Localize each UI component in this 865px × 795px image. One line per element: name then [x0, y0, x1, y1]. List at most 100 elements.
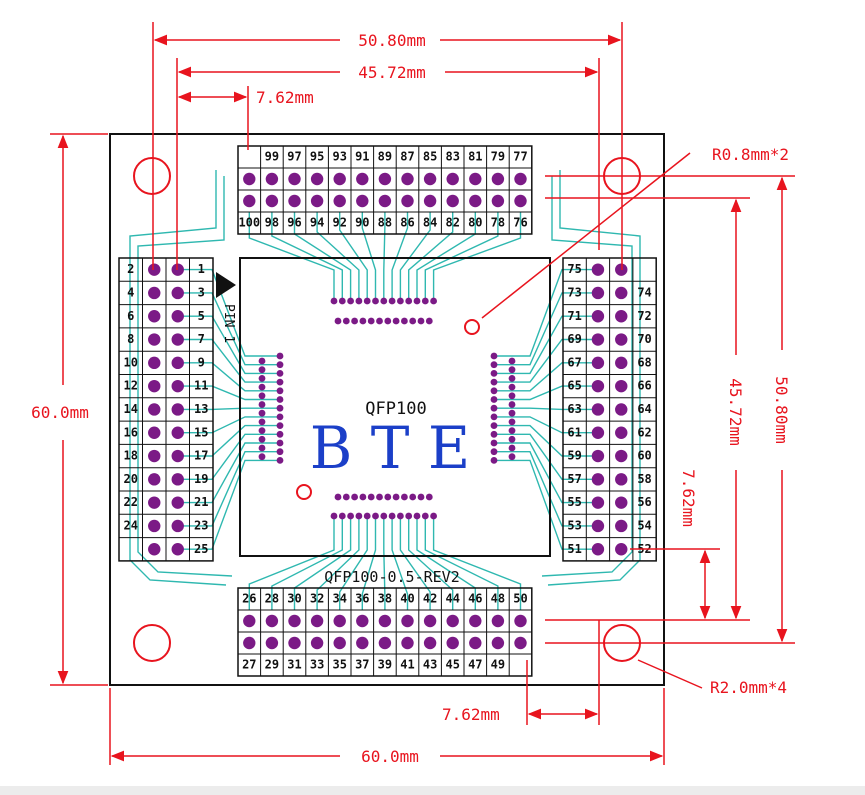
- header-pin-label: 93: [332, 150, 346, 164]
- header-pad: [243, 614, 256, 628]
- chip-pad: [508, 435, 516, 443]
- header-pad: [469, 194, 482, 208]
- chip-pad: [490, 413, 498, 421]
- header-pad: [148, 519, 161, 533]
- header-pad: [446, 194, 459, 208]
- header-pad: [401, 636, 414, 650]
- header-pin-label: 42: [423, 592, 437, 606]
- header-pad: [378, 194, 392, 208]
- header-pin-label: 15: [194, 425, 208, 439]
- dim-mount-hole: R2.0mm*4: [710, 678, 787, 697]
- pcb-trace: [424, 519, 499, 610]
- pcb-trace: [383, 519, 386, 610]
- chip-pad: [384, 317, 392, 325]
- header-pin-label: 45: [445, 658, 459, 672]
- chip-pad: [490, 457, 498, 464]
- header-pad: [514, 172, 527, 186]
- pcb-trace: [316, 519, 360, 610]
- header-pad: [591, 426, 605, 439]
- header-pad: [615, 496, 628, 509]
- chip-pad: [347, 297, 354, 305]
- header-pin-label: 91: [355, 150, 369, 164]
- header-pad: [591, 286, 605, 300]
- header-pad: [615, 379, 628, 393]
- chip-label: QFP100: [365, 399, 426, 419]
- pcb-trace: [496, 292, 598, 366]
- header-pad: [469, 172, 482, 186]
- chip-pad-group: [258, 297, 516, 520]
- header-pad: [356, 172, 369, 186]
- header-pad: [148, 449, 161, 463]
- header-pad: [148, 333, 161, 346]
- header-pin-label: 26: [242, 592, 256, 606]
- chip-pad: [276, 387, 284, 395]
- header-pin-label: 58: [637, 472, 651, 486]
- header-pad: [288, 614, 301, 628]
- header-pin-label: 47: [468, 658, 482, 672]
- chip-pad: [508, 418, 516, 426]
- dim-right-inner: 45.72mm: [726, 378, 745, 445]
- header-pad: [243, 194, 256, 208]
- header-pin-label: 61: [567, 425, 581, 439]
- chip-pad: [392, 317, 400, 325]
- header-pin-label: 1: [198, 262, 205, 276]
- pcb-trace: [496, 338, 598, 383]
- header-pin-label: 51: [567, 542, 581, 556]
- header-pad: [288, 194, 301, 208]
- chip-pad: [258, 444, 266, 452]
- header-pad: [148, 356, 161, 370]
- fiducial-hole-1: [464, 319, 480, 335]
- header-pin-label: 29: [265, 658, 279, 672]
- chip-pad: [258, 435, 266, 443]
- header-pad: [171, 310, 184, 323]
- chip-pad: [258, 409, 266, 417]
- chip-pad: [490, 448, 498, 456]
- header-pin-label: 82: [445, 216, 459, 230]
- chip-pad: [508, 409, 516, 417]
- pcb-trace: [496, 385, 598, 401]
- header-pad: [423, 172, 437, 186]
- header-pin-label: 43: [423, 658, 437, 672]
- chip-pad: [417, 317, 425, 325]
- header-pad: [378, 636, 392, 650]
- dimension-lines: [50, 22, 795, 765]
- header-pad: [243, 636, 256, 650]
- chip-pad: [276, 457, 284, 464]
- header-pad: [446, 172, 459, 186]
- chip-pad: [508, 453, 516, 461]
- header-pad: [423, 194, 437, 208]
- dim-right-pitch: 7.62mm: [679, 469, 698, 527]
- header-pin-label: 36: [355, 592, 369, 606]
- header-pad: [469, 614, 482, 628]
- chip-pad: [276, 439, 284, 447]
- header-pad: [148, 286, 161, 300]
- chip-pad: [508, 383, 516, 391]
- chip-pad: [425, 317, 433, 325]
- header-pad: [514, 614, 527, 628]
- pcb-trace: [177, 424, 278, 457]
- header-pin-label: 49: [491, 658, 505, 672]
- header-pin-label: 90: [355, 216, 369, 230]
- header-pin-label: 4: [127, 285, 134, 299]
- header-pin-label: 63: [567, 402, 581, 416]
- chip-pad: [490, 361, 498, 369]
- header-pin-label: 72: [637, 309, 651, 323]
- header-pad: [333, 614, 346, 628]
- dim-small-hole: R0.8mm*2: [712, 145, 789, 164]
- chip-pad: [258, 366, 266, 374]
- header-pad: [310, 172, 324, 186]
- pcb-trace: [177, 416, 278, 434]
- header-pad: [288, 636, 301, 650]
- header-pad: [333, 194, 346, 208]
- chip-pad: [363, 512, 371, 520]
- header-pad: [148, 496, 161, 509]
- header-pin-label: 41: [400, 658, 414, 672]
- header-pin-label: 67: [567, 355, 581, 369]
- header-pin-label: 23: [194, 518, 208, 532]
- header-pad: [265, 614, 279, 628]
- header-pad: [591, 333, 605, 346]
- header-pad: [615, 356, 628, 370]
- chip-pad: [258, 427, 266, 434]
- header-pad: [591, 473, 605, 486]
- header-pin-label: 12: [124, 379, 138, 393]
